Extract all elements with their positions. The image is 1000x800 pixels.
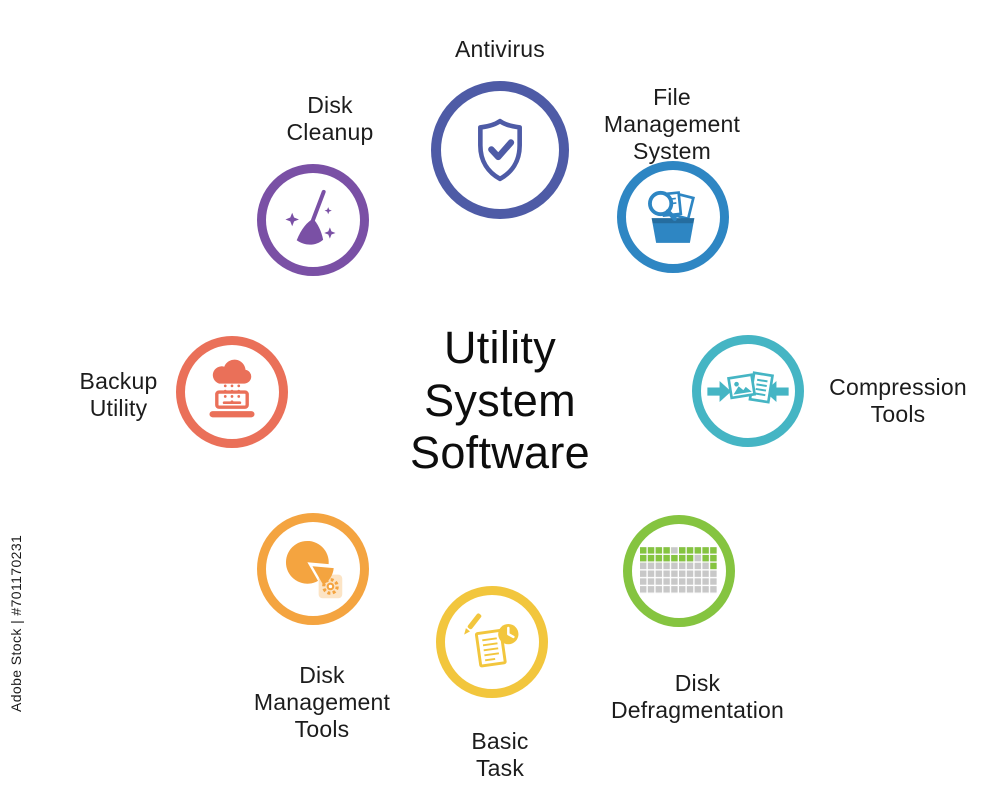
defragmentation-label: Disk Defragmentation xyxy=(610,670,785,724)
disk-management-circle xyxy=(257,513,369,625)
disk-cleanup-circle xyxy=(257,164,369,276)
compression-label: Compression Tools xyxy=(829,374,967,428)
disk-management-label: Disk Management Tools xyxy=(253,662,391,743)
defrag-block-grid-icon xyxy=(640,546,718,594)
disk-cleanup-label: Disk Cleanup xyxy=(286,92,374,146)
antivirus-label: Antivirus xyxy=(455,36,545,62)
basic-task-circle xyxy=(436,586,548,698)
file-management-label: File Management System xyxy=(603,84,741,165)
broom-sparkles-icon xyxy=(285,189,336,245)
pie-chart-gear-icon xyxy=(285,540,343,599)
shield-check-icon xyxy=(478,118,522,182)
file-management-circle xyxy=(617,161,729,273)
cloud-laptop-backup-icon xyxy=(209,359,255,418)
antivirus-circle xyxy=(431,81,569,219)
backup-label: Backup Utility xyxy=(79,368,158,422)
watermark-text: Adobe Stock | #701170231 xyxy=(8,534,24,712)
task-document-pen-clock-icon xyxy=(464,613,519,668)
basic-task-label: Basic Task xyxy=(471,728,529,782)
defragmentation-circle xyxy=(623,515,735,627)
backup-circle xyxy=(176,336,288,448)
compress-files-arrows-icon xyxy=(707,370,789,404)
page-title: Utility System Software xyxy=(410,322,590,479)
box-search-documents-icon xyxy=(648,190,695,243)
compression-circle xyxy=(692,335,804,447)
